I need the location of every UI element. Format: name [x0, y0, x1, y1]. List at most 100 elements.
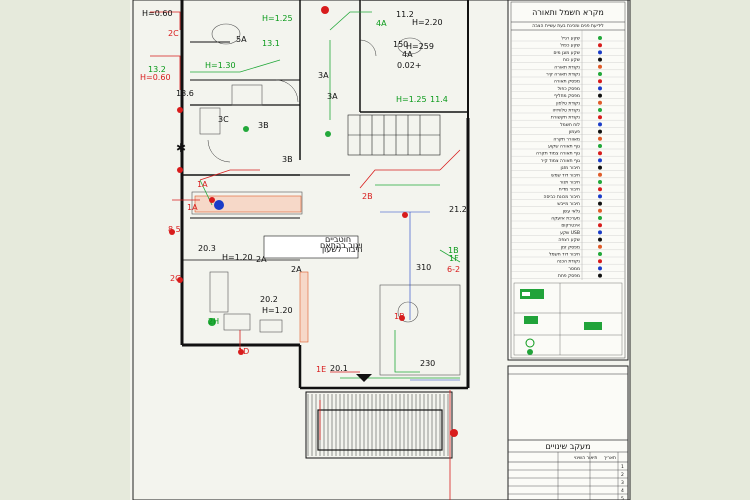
legend-title: מקרא חשמל ותאורה	[532, 8, 604, 17]
legend-symbol-icon	[598, 136, 602, 141]
dimension-label: 230	[420, 359, 435, 368]
legend-item: גוף תאורה צמוד תקרה	[536, 152, 580, 157]
walls	[180, 0, 470, 390]
legend-symbol-icon	[598, 108, 602, 112]
dimension-label: 150	[393, 40, 408, 49]
legend-item: חיבור מכונת כביסה	[544, 195, 581, 200]
room-label: 3C	[218, 115, 229, 124]
legend-symbol-icon	[598, 187, 602, 192]
room-label: 3B	[258, 121, 269, 130]
fixture-label: 1A	[187, 203, 198, 212]
change-row-number: 2	[621, 472, 624, 478]
circuit-label: 11.4	[430, 95, 448, 104]
fixture-label: 2C	[168, 29, 179, 38]
change-row-number: 1	[621, 464, 624, 470]
legend-symbol-icon	[598, 273, 602, 278]
legend-item: שקע מוגן מים	[554, 51, 580, 56]
fixture-label: 1E	[316, 365, 326, 374]
legend-symbol-icon	[598, 244, 602, 249]
legend-symbol-icon	[598, 172, 602, 177]
legend-item: גוף תאורה צמוד קיר	[541, 159, 580, 164]
legend-item: חיבור מזגן	[561, 166, 580, 171]
legend-item: חיבור מדיח	[559, 188, 580, 193]
legend-item: מערכת אזעקה	[551, 217, 580, 222]
dimension-label: H=0.60	[142, 9, 173, 18]
dimension-label: H=1.20	[222, 253, 253, 262]
legend-item: חיבור דוד שמש	[551, 173, 580, 178]
legend-item: חיבור תנור	[560, 181, 580, 186]
legend-symbol-icon	[598, 43, 602, 48]
room-label: 2A	[256, 255, 267, 264]
legend-symbol-icon	[598, 180, 602, 184]
change-row-number: 4	[621, 488, 624, 494]
legend-symbol-icon	[598, 266, 602, 271]
dimension-label: 20.3	[198, 244, 216, 253]
circuit-label: H=1.30	[205, 61, 236, 70]
legend-panel: מקרא חשמל ותאורה לידיעת פנים ומכינת בעת ע…	[507, 0, 629, 361]
arrow-icon	[356, 374, 372, 382]
room-label: 4A	[402, 50, 413, 59]
dimension-label: 20.2	[260, 295, 278, 304]
circuit-label: 1F	[449, 254, 459, 263]
dimension-label: 0.02+	[397, 61, 422, 70]
circuit-label: H=1.25	[396, 95, 427, 104]
fixture-label: 6-2	[447, 265, 460, 274]
legend-item: שקע כוח	[563, 58, 580, 63]
room-label: 3B	[282, 155, 293, 164]
legend-item: חיבור דוד חשמל	[549, 253, 580, 258]
legend-symbol-icon	[598, 158, 602, 163]
legend-subtitle: לידיעת פנים ומכינת בעת עשיית הצבה	[532, 24, 604, 29]
circuit-label: H=1.25	[262, 14, 293, 23]
dimension-label: H=259	[406, 42, 434, 51]
circuit-label: 13.1	[262, 39, 280, 48]
fixture-label: 1A	[197, 180, 208, 189]
asterisk-icon: ✱	[176, 141, 186, 155]
legend-symbol-icon	[598, 252, 602, 256]
dimension-label: 21.2	[449, 205, 467, 214]
circuits-green	[190, 11, 461, 379]
legend-item: מפסק מחליף	[554, 94, 580, 99]
note-text: חיבור לשעון	[322, 245, 362, 254]
legend-item: נקודת תקשורת	[551, 116, 580, 121]
legend-symbol-icon	[598, 151, 602, 156]
legend-item: ממסר	[568, 267, 580, 272]
dimension-label: 11.2	[396, 10, 414, 19]
legend-item: מפסק כפול	[558, 87, 580, 92]
room-label: 3A	[318, 71, 329, 80]
room-label: 3A	[327, 92, 338, 101]
legend-symbol-icon	[598, 165, 602, 170]
legend-symbol-icon	[598, 223, 602, 228]
dimension-label: H=1.20	[262, 306, 293, 315]
fixture-label: 1B	[394, 312, 405, 321]
legend-item: גוף תאורה שקוע	[548, 145, 580, 150]
dimension-label: 310	[416, 263, 431, 272]
legend-symbol-icon	[598, 93, 602, 98]
legend-item: נקודת תאורה	[554, 65, 580, 70]
legend-item: אינטרקום	[561, 224, 580, 229]
legend-item: נקודת טלוויזיה	[552, 109, 580, 114]
change-table-header: תיאור השינוי	[574, 456, 597, 461]
legend-item: גלאי עשן	[563, 209, 580, 214]
legend-symbol-icon	[598, 72, 602, 76]
legend-symbol-icon	[598, 237, 602, 242]
fixture-label: 2B	[362, 192, 373, 201]
legend-symbol-icon	[598, 57, 602, 62]
note-text: חוטביים	[325, 235, 351, 244]
kitchen	[191, 23, 461, 376]
legend-symbol-icon	[598, 64, 602, 69]
dimension-label: 13.6	[176, 89, 194, 98]
room-label: 2A	[291, 265, 302, 274]
legend-symbol-icon	[598, 122, 602, 127]
legend-item: מאוורר תקרה	[553, 137, 580, 142]
circuits-red	[150, 11, 461, 500]
legend-symbol-icon	[598, 208, 602, 213]
legend-item: חיבור מייבש	[557, 202, 580, 207]
legend-item: שקע רגיל	[561, 37, 580, 42]
legend-item: שקע כפול	[560, 44, 580, 49]
doors	[207, 39, 377, 163]
fixture-label: 1D	[238, 347, 249, 356]
balcony	[305, 391, 453, 459]
legend-symbol-icon	[598, 230, 602, 235]
